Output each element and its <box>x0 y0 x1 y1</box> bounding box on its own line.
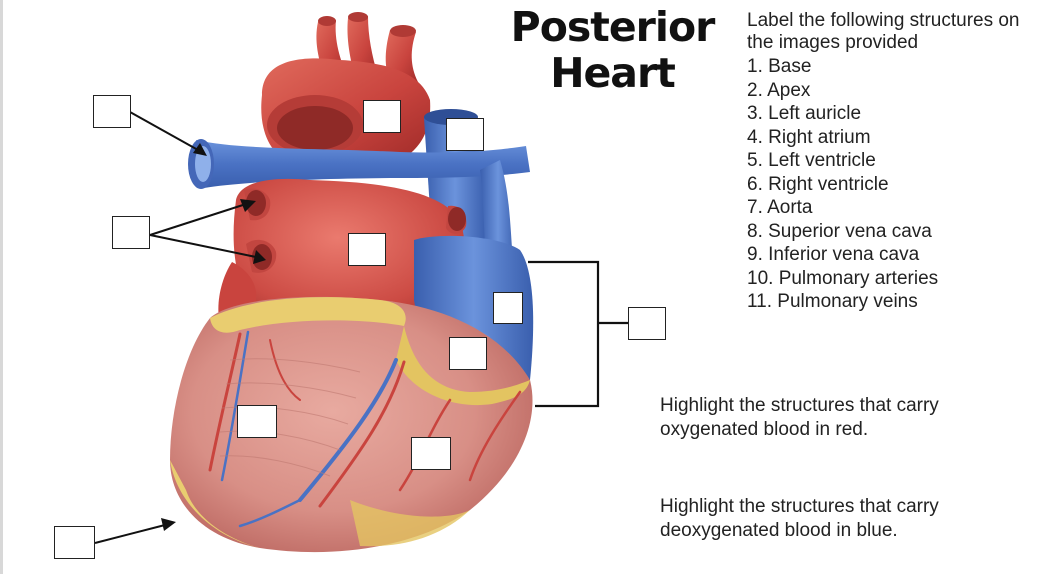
aorta <box>261 12 431 165</box>
answer-box[interactable] <box>348 233 386 266</box>
answer-box[interactable] <box>446 118 484 151</box>
answer-box[interactable] <box>493 292 523 324</box>
list-item: 1. Base <box>747 56 812 77</box>
deoxygenated-note: Highlight the structures that carry deox… <box>660 496 939 541</box>
leader-lines <box>94 111 266 544</box>
answer-box[interactable] <box>237 405 277 438</box>
list-item: 3. Left auricle <box>747 103 862 124</box>
left-edge-strip <box>0 0 3 574</box>
structure-list: 1. Base 2. Apex 3. Left auricle 4. Right… <box>747 55 938 314</box>
title-line-2: Heart <box>550 49 676 97</box>
oxygenated-note: Highlight the structures that carry oxyg… <box>660 395 939 440</box>
coronary-vessels <box>208 330 522 528</box>
answer-box[interactable] <box>449 337 487 370</box>
answer-box[interactable] <box>93 95 131 128</box>
ventricles <box>170 296 533 553</box>
list-item: 6. Right ventricle <box>747 173 889 195</box>
instructions-heading: Label the following structures on the im… <box>747 10 1020 53</box>
list-item: 8. Superior vena cava <box>747 220 932 242</box>
base-bracket <box>528 260 628 408</box>
list-item: 11. Pulmonary veins <box>747 291 918 312</box>
list-item: 7. Aorta <box>747 197 813 218</box>
answer-box[interactable] <box>628 307 666 340</box>
answer-box[interactable] <box>54 526 95 559</box>
answer-box[interactable] <box>411 437 451 470</box>
answer-box[interactable] <box>112 216 150 249</box>
title-line-1: Posterior <box>510 3 716 51</box>
list-item: 2. Apex <box>747 79 811 101</box>
answer-box[interactable] <box>363 100 401 133</box>
list-item: 4. Right atrium <box>747 126 871 148</box>
list-item: 5. Left ventricle <box>747 150 876 171</box>
list-item: 10. Pulmonary arteries <box>747 267 939 289</box>
list-item: 9. Inferior vena cava <box>747 244 920 265</box>
muscle-striations <box>219 358 361 477</box>
page-title: Posterior Heart <box>505 4 720 96</box>
